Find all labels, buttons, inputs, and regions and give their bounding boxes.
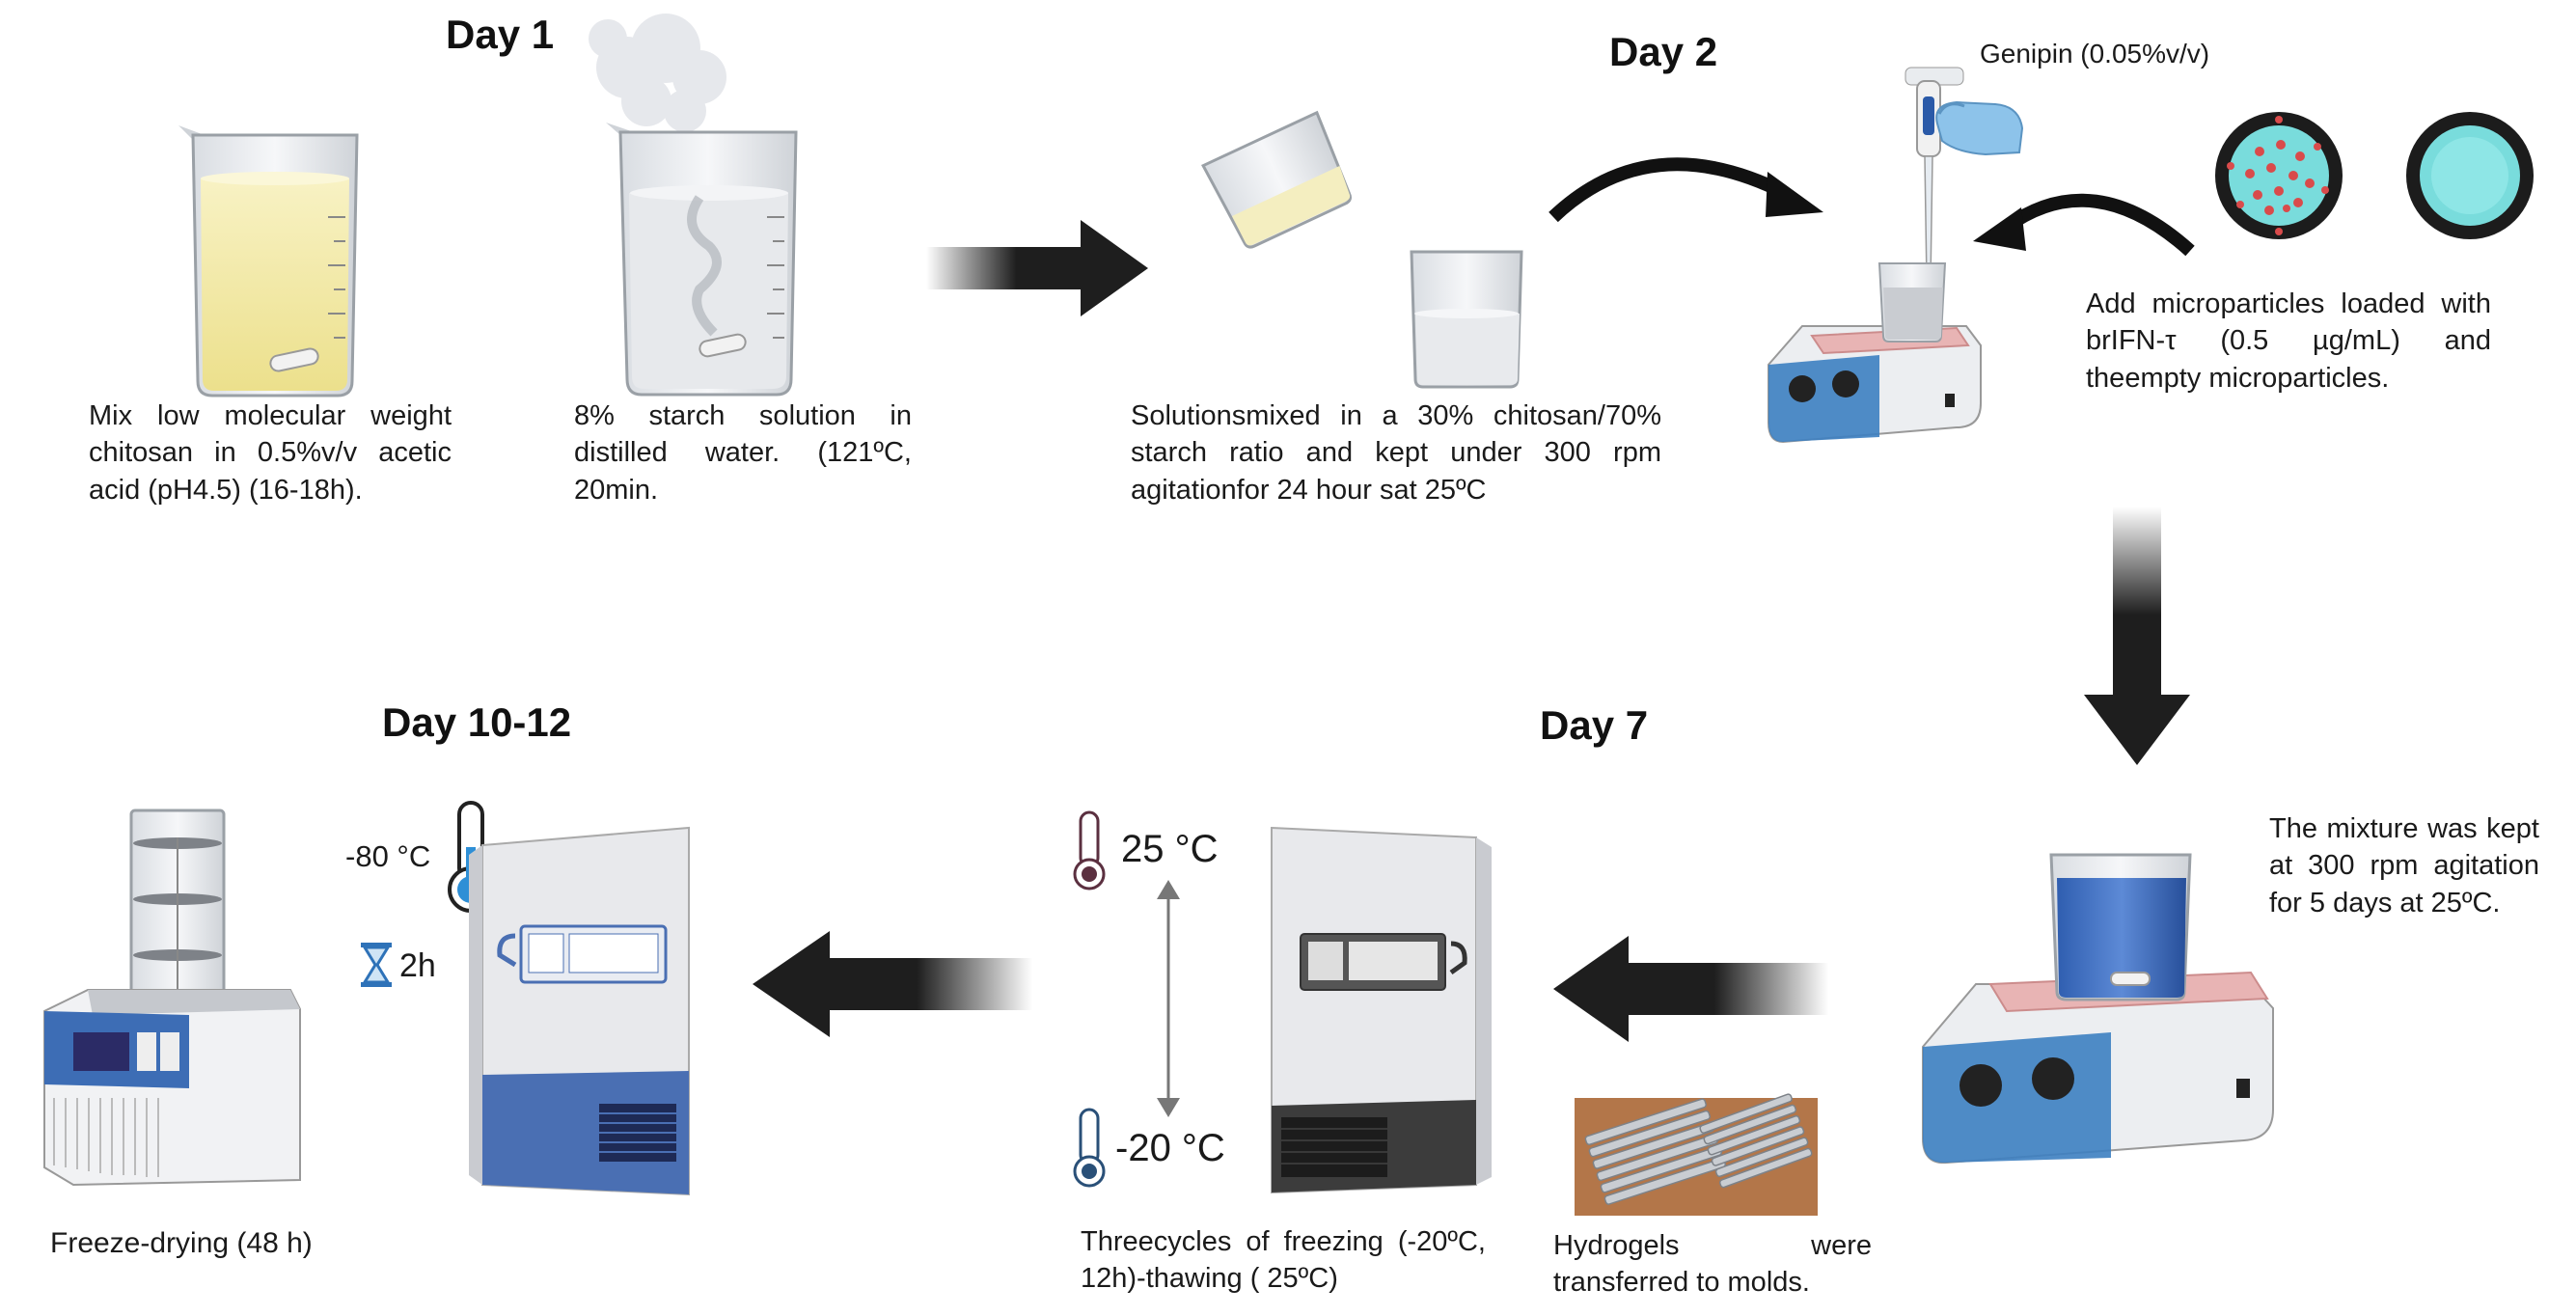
beaker-icon: [606, 123, 798, 397]
hot-plate-stirrer-icon: [1922, 971, 2274, 1165]
microparticle-icon: [2406, 112, 2534, 239]
hot-plate-stirrer-icon: [1768, 325, 1982, 444]
stir-bar-icon: [2110, 972, 2151, 986]
day-2-label: Day 2: [1609, 29, 1718, 74]
day-7-label: Day 7: [1540, 702, 1649, 748]
arrow-right-icon: [926, 220, 1148, 316]
step-microparticles-text: Add microparticles loaded with brIFN-τ (…: [2086, 288, 2491, 394]
steam-icon: [589, 14, 726, 132]
temp-deep-label: -80 °C: [345, 839, 431, 873]
day-10-12-label: Day 10-12: [382, 699, 572, 745]
freezer-icon: [1271, 826, 1492, 1194]
day-1-label: Day 1: [446, 12, 555, 57]
arrow-down-icon: [2084, 507, 2190, 765]
step-freezedrying-text: Freeze-drying (48 h): [50, 1227, 313, 1259]
beaker-icon: [1201, 110, 1352, 249]
glove-icon: [1935, 100, 2024, 156]
hourglass-icon: [361, 943, 392, 987]
mold-photo-icon: [1575, 1093, 1818, 1216]
curved-arrow-icon: [1973, 193, 2195, 257]
genipin-text: Genipin (0.05%v/v): [1980, 39, 2210, 69]
step-agitation-text: The mixture was kept at 300 rpm agitatio…: [2269, 813, 2539, 918]
temp-low-label: -20 °C: [1115, 1127, 1225, 1169]
stir-bar-icon: [269, 347, 319, 372]
thermometer-icon: [1073, 810, 1106, 891]
beaker-icon: [2049, 853, 2192, 1001]
step-molds-text: Hydrogels were transferred to molds.: [1553, 1230, 1872, 1299]
beaker-icon: [1410, 250, 1523, 389]
stir-bar-icon: [699, 333, 747, 358]
step-chitosan-text: Mix low molecular weight chitosan in 0.5…: [89, 400, 452, 506]
double-arrow-icon: [1157, 880, 1180, 1117]
freeze-dryer-icon: [43, 809, 301, 1187]
pipette-icon: [1905, 67, 1964, 283]
beaker-icon: [178, 125, 359, 398]
arrow-left-icon: [1553, 936, 1828, 1042]
thermometer-icon: [1073, 1108, 1106, 1188]
freezer-icon: [469, 826, 690, 1196]
step-starch-text: 8% starch solution in distilled water. (…: [574, 400, 912, 506]
temp-high-label: 25 °C: [1121, 828, 1219, 870]
curved-arrow-icon: [1548, 157, 1823, 223]
step-freezethaw-text: Threecycles of freezing (-20ºC, 12h)-tha…: [1081, 1226, 1486, 1295]
arrow-left-icon: [753, 931, 1032, 1037]
beaker-icon: [1877, 262, 1947, 343]
step-mixing-text: Solutionsmixed in a 30% chitosan/70% sta…: [1131, 400, 1661, 506]
microparticle-icon: [2215, 112, 2343, 239]
duration-label: 2h: [399, 947, 436, 984]
